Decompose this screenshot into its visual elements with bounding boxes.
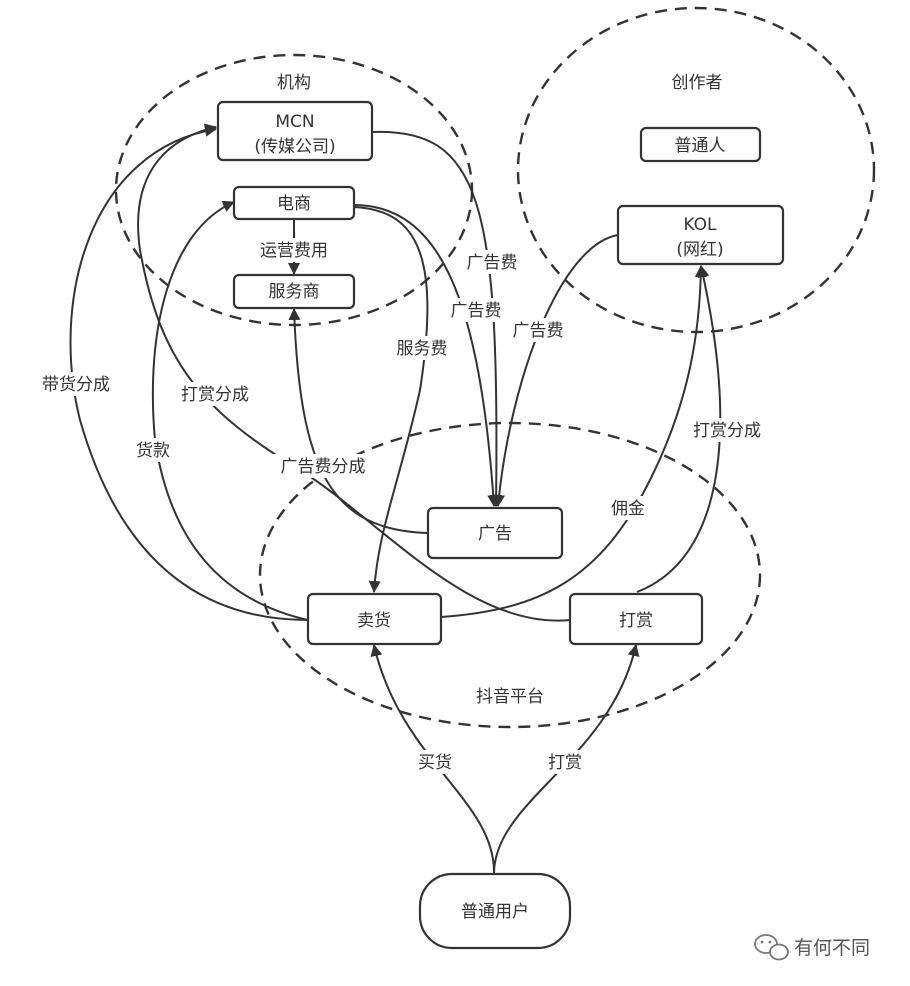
ecommerce-label: 电商 bbox=[277, 194, 311, 214]
kol-label: KOL bbox=[683, 215, 717, 235]
node-ecommerce: 电商 bbox=[232, 185, 356, 221]
node-selling: 卖货 bbox=[306, 592, 443, 646]
label-payment: 货款 bbox=[136, 441, 170, 461]
label-ad-fee-1: 广告费 bbox=[467, 253, 518, 273]
kol-sublabel: (网红) bbox=[676, 240, 723, 260]
node-kol: KOL (网红) bbox=[616, 204, 785, 266]
mcn-sublabel: (传媒公司) bbox=[254, 137, 335, 157]
edge-kol-ad bbox=[493, 234, 619, 507]
platform-title: 抖音平台 bbox=[476, 687, 544, 707]
label-ad-fee-3: 广告费 bbox=[513, 321, 564, 341]
label-buy: 买货 bbox=[418, 753, 452, 773]
label-commission-share: 带货分成 bbox=[42, 375, 110, 395]
institution-title: 机构 bbox=[277, 73, 311, 93]
label-operation-fee: 运营费用 bbox=[260, 241, 328, 261]
creator-circle bbox=[516, 6, 876, 334]
edge-mcn-ad bbox=[371, 130, 503, 507]
edge-user-sell bbox=[370, 644, 496, 874]
creator-title: 创作者 bbox=[672, 73, 723, 93]
node-tipping: 打赏 bbox=[568, 592, 704, 646]
watermark-text: 有何不同 bbox=[794, 937, 870, 959]
user-label: 普通用户 bbox=[461, 902, 529, 922]
ad-label: 广告 bbox=[478, 524, 512, 544]
edge-tip-kol bbox=[636, 265, 722, 593]
edges bbox=[69, 123, 722, 874]
service-provider-label: 服务商 bbox=[269, 282, 320, 302]
label-service-fee: 服务费 bbox=[397, 339, 448, 359]
label-tip: 打赏 bbox=[548, 753, 582, 773]
node-mcn: MCN (传媒公司) bbox=[216, 100, 374, 162]
node-ordinary-person: 普通人 bbox=[639, 126, 762, 163]
wechat-icon bbox=[754, 934, 789, 961]
label-tip-share-1: 打赏分成 bbox=[181, 385, 249, 405]
label-commission: 佣金 bbox=[611, 499, 645, 519]
label-ad-fee-share: 广告费分成 bbox=[281, 457, 366, 477]
ordinary-person-label: 普通人 bbox=[675, 136, 726, 156]
tipping-label: 打赏 bbox=[619, 611, 653, 631]
edge-sell-kol bbox=[440, 265, 707, 618]
edge-sell-ecom bbox=[151, 200, 309, 621]
platform-circle bbox=[258, 421, 762, 729]
edge-labels: 运营费用 广告费 广告费 广告费 服务费 带货分成 打赏分成 货款 广告费分成 … bbox=[36, 238, 768, 774]
edge-ecom-ad bbox=[353, 204, 500, 507]
selling-label: 卖货 bbox=[357, 611, 391, 631]
edge-user-tip bbox=[493, 644, 640, 874]
edge-sell-mcn bbox=[69, 124, 309, 621]
label-tip-share-2: 打赏分成 bbox=[693, 421, 761, 441]
edge-ecom-sell bbox=[353, 206, 429, 593]
node-user: 普通用户 bbox=[418, 872, 572, 950]
node-service-provider: 服务商 bbox=[232, 273, 356, 310]
label-ad-fee-2: 广告费 bbox=[451, 301, 502, 321]
edge-ad-service bbox=[288, 308, 429, 534]
mcn-label: MCN bbox=[275, 112, 314, 132]
watermark: 有何不同 bbox=[754, 934, 870, 961]
node-ad: 广告 bbox=[426, 506, 564, 560]
